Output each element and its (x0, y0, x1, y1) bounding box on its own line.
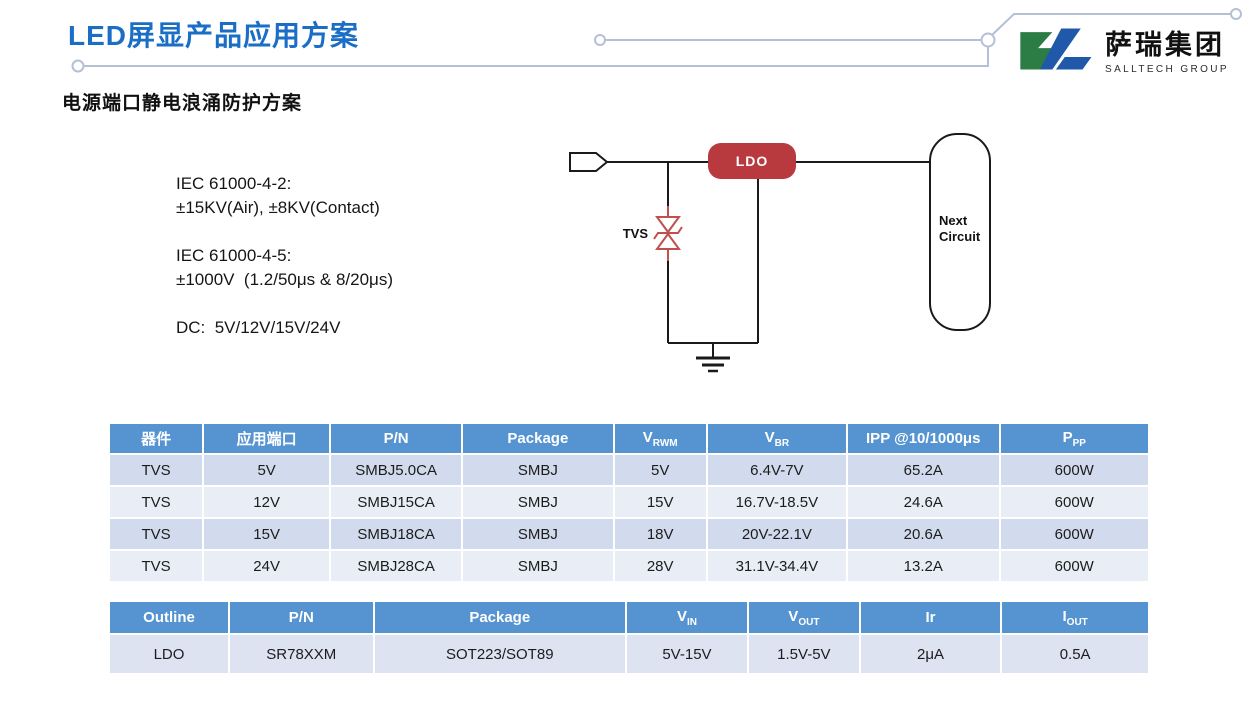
column-header-application-port: 应用端口 (204, 424, 330, 453)
column-header-component: 器件 (110, 424, 203, 453)
table-cell: SMBJ (463, 519, 613, 549)
tvs-table: 器件 应用端口 P/N Package VRWM VBR IPP @10/100… (108, 422, 1150, 583)
ground-icon (696, 356, 730, 373)
table-row: TVS 5V SMBJ5.0CA SMBJ 5V 6.4V-7V 65.2A 6… (110, 455, 1148, 485)
table-cell: 15V (204, 519, 330, 549)
table-cell: 6.4V-7V (707, 455, 846, 485)
table-row: LDO SR78XXM SOT223/SOT89 5V-15V 1.5V-5V … (110, 635, 1148, 673)
table-cell: SMBJ (463, 455, 613, 485)
table-cell: SMBJ (463, 487, 613, 517)
next-circuit-label-line2: Circuit (939, 229, 981, 244)
table-cell: LDO (110, 635, 228, 673)
table-cell: TVS (110, 455, 203, 485)
table-cell: 24V (204, 551, 330, 581)
table-cell: SMBJ28CA (331, 551, 462, 581)
table-cell: TVS (110, 487, 203, 517)
table-cell: 13.2A (847, 551, 999, 581)
tvs-label: TVS (623, 226, 649, 241)
table-cell: 15V (614, 487, 706, 517)
circuit-trace-decoration (71, 8, 1242, 73)
tvs-table-header-row: 器件 应用端口 P/N Package VRWM VBR IPP @10/100… (110, 424, 1148, 453)
column-header-vrwm: VRWM (614, 424, 706, 453)
table-cell: SR78XXM (229, 635, 373, 673)
column-header-ppp: PPP (1000, 424, 1148, 453)
table-cell: 5V (614, 455, 706, 485)
table-cell: 31.1V-34.4V (707, 551, 846, 581)
spec-dc-voltages: DC: 5V/12V/15V/24V (176, 318, 341, 337)
table-cell: 600W (1000, 519, 1148, 549)
table-row: TVS 12V SMBJ15CA SMBJ 15V 16.7V-18.5V 24… (110, 487, 1148, 517)
ldo-table-header-row: Outline P/N Package VIN VOUT Ir IOUT (110, 602, 1148, 633)
table-cell: 5V-15V (626, 635, 747, 673)
table-cell: 20V-22.1V (707, 519, 846, 549)
table-cell: 2μA (860, 635, 1001, 673)
table-cell: SOT223/SOT89 (374, 635, 625, 673)
spec-text-block: IEC 61000-4-2: ±15KV(Air), ±8KV(Contact)… (176, 172, 393, 364)
spec-surge-standard: IEC 61000-4-5: (176, 246, 292, 265)
circuit-diagram: TVS LDO Next Circuit (569, 133, 991, 373)
ldo-block: LDO (708, 143, 796, 179)
column-header-pn: P/N (229, 602, 373, 633)
table-cell: 600W (1000, 551, 1148, 581)
column-header-package: Package (463, 424, 613, 453)
table-cell: 20.6A (847, 519, 999, 549)
column-header-vin: VIN (626, 602, 747, 633)
company-name-cn: 萨瑞集团 (1105, 30, 1225, 60)
column-header-vout: VOUT (748, 602, 859, 633)
next-circuit-block: Next Circuit (929, 133, 991, 331)
spec-esd-standard: IEC 61000-4-2: (176, 174, 292, 193)
company-name-en: SALLTECH GROUP (1105, 64, 1229, 75)
wire (607, 161, 930, 357)
table-cell: 600W (1000, 455, 1148, 485)
column-header-ipp: IPP @10/1000μs (847, 424, 999, 453)
table-cell: 28V (614, 551, 706, 581)
table-cell: SMBJ (463, 551, 613, 581)
ldo-table: Outline P/N Package VIN VOUT Ir IOUT LDO… (108, 600, 1150, 675)
next-circuit-label-line1: Next (939, 213, 968, 228)
table-cell: 24.6A (847, 487, 999, 517)
ldo-label: LDO (736, 153, 769, 169)
table-cell: TVS (110, 551, 203, 581)
column-header-iout: IOUT (1002, 602, 1148, 633)
table-cell: SMBJ18CA (331, 519, 462, 549)
logo-text: 萨瑞集团 SALLTECH GROUP (1105, 23, 1229, 75)
column-header-package: Package (374, 602, 625, 633)
logo-mark-icon (1020, 28, 1092, 70)
table-cell: 1.5V-5V (748, 635, 859, 673)
table-cell: SMBJ5.0CA (331, 455, 462, 485)
table-cell: 65.2A (847, 455, 999, 485)
column-header-ir: Ir (860, 602, 1001, 633)
input-connector-icon (569, 152, 609, 172)
column-header-vbr: VBR (707, 424, 846, 453)
tvs-diode-icon (653, 206, 683, 261)
page-subtitle: 电源端口静电浪涌防护方案 (62, 93, 303, 114)
company-logo: 萨瑞集团 SALLTECH GROUP (1015, 18, 1229, 80)
table-cell: 0.5A (1002, 635, 1148, 673)
table-cell: 16.7V-18.5V (707, 487, 846, 517)
table-cell: 18V (614, 519, 706, 549)
table-cell: TVS (110, 519, 203, 549)
spec-esd-value: ±15KV(Air), ±8KV(Contact) (176, 198, 380, 217)
spec-surge-value: ±1000V (1.2/50μs & 8/20μs) (176, 270, 393, 289)
column-header-outline: Outline (110, 602, 228, 633)
table-cell: SMBJ15CA (331, 487, 462, 517)
table-cell: 5V (204, 455, 330, 485)
table-cell: 600W (1000, 487, 1148, 517)
table-row: TVS 15V SMBJ18CA SMBJ 18V 20V-22.1V 20.6… (110, 519, 1148, 549)
table-row: TVS 24V SMBJ28CA SMBJ 28V 31.1V-34.4V 13… (110, 551, 1148, 581)
page-title: LED屏显产品应用方案 (68, 20, 360, 51)
table-cell: 12V (204, 487, 330, 517)
column-header-pn: P/N (331, 424, 462, 453)
